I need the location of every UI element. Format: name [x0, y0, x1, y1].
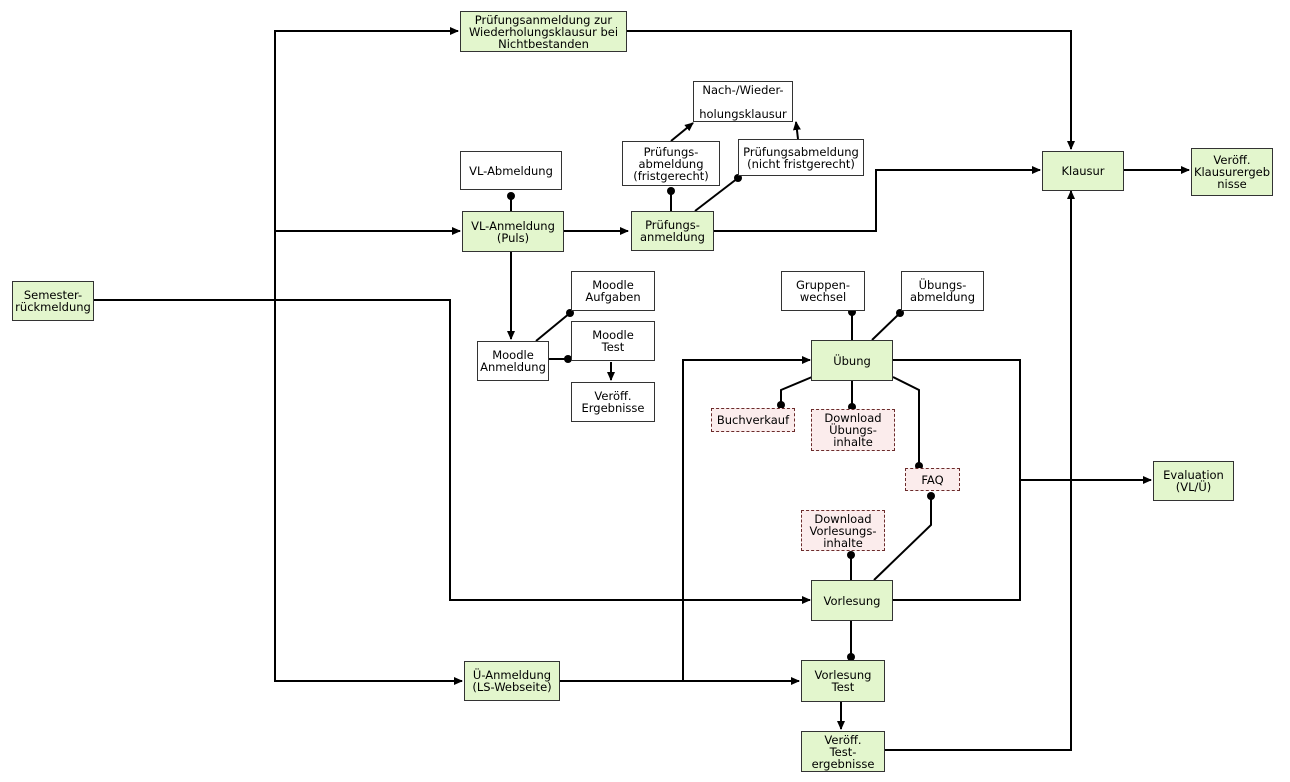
- node-pruefungsanmeldung: Prüfungs- anmeldung: [631, 211, 714, 251]
- node-moodle-test: Moodle Test: [571, 321, 655, 361]
- node-download-uebungsinhalte: Download Übungs- inhalte: [811, 409, 895, 451]
- junction-dot: [847, 653, 855, 661]
- connector-to-ue-anmeldung: [274, 300, 463, 685]
- node-vl-abmeldung: VL-Abmeldung: [460, 151, 562, 190]
- connector-ue-anm-to-uebung: [560, 356, 811, 682]
- connector-pruef-to-klausur: [714, 166, 1041, 232]
- node-pruefungsanmeldung-wiederholung: Prüfungsanmeldung zur Wiederholungsklaus…: [460, 11, 627, 52]
- node-moodle-aufgaben: Moodle Aufgaben: [571, 271, 655, 311]
- node-klausurergebnisse: Veröff. Klausurergeb nisse: [1191, 148, 1273, 196]
- node-pruefungsabmeldung-nicht-fristgerecht: Prüfungsabmeldung (nicht fristgerecht): [738, 139, 864, 176]
- connector-pruef-abm-nicht: [694, 177, 739, 212]
- node-vorlesung: Vorlesung: [811, 580, 893, 621]
- junction-dot: [847, 551, 855, 559]
- node-buchverkauf: Buchverkauf: [711, 408, 795, 432]
- node-nach-wiederholungsklausur: Nach-/Wieder- holungsklausur: [693, 81, 793, 122]
- junction-dot: [566, 309, 574, 317]
- connector-to-pruefung-wdh: [274, 27, 459, 300]
- node-veroeff-ergebnisse: Veröff. Ergebnisse: [571, 382, 655, 422]
- junction-dot: [927, 492, 935, 500]
- junction-dot: [777, 401, 785, 409]
- node-moodle-anmeldung: Moodle Anmeldung: [477, 341, 549, 381]
- connector-moodle-aufgaben: [535, 312, 571, 342]
- node-gruppenwechsel: Gruppen- wechsel: [781, 271, 865, 311]
- connector-wdh-to-klausur: [627, 30, 1075, 150]
- node-vl-anmeldung: VL-Anmeldung (Puls): [462, 211, 564, 252]
- connector-faq: [892, 376, 920, 468]
- connector-testerg-to-klausur: [885, 190, 1075, 751]
- junction-dot: [667, 187, 675, 195]
- node-uebung: Übung: [811, 340, 893, 381]
- connector-frist-to-nach: [670, 122, 694, 142]
- connector-vl-faq: [873, 494, 932, 581]
- junction-dot: [564, 355, 572, 363]
- node-download-vorlesungsinhalte: Download Vorlesungs- inhalte: [801, 510, 885, 551]
- node-pruefungsabmeldung-fristgerecht: Prüfungs- abmeldung (fristgerecht): [622, 141, 720, 186]
- node-vorlesung-test: Vorlesung Test: [801, 660, 885, 702]
- node-ue-anmeldung: Ü-Anmeldung (LS-Webseite): [464, 661, 560, 701]
- connector-uebungsabm: [871, 312, 901, 341]
- node-faq: FAQ: [905, 468, 960, 491]
- connector-to-vorlesung: [275, 299, 811, 604]
- node-testergebnisse: Veröff. Test- ergebnisse: [801, 731, 885, 772]
- junction-dot: [734, 174, 742, 182]
- node-semesterrueckmeldung: Semester- rückmeldung: [12, 281, 94, 321]
- junction-dot: [507, 192, 515, 200]
- node-evaluation: Evaluation (VL/Ü): [1153, 461, 1234, 501]
- connector-buchverkauf: [780, 376, 813, 408]
- junction-dot: [896, 309, 904, 317]
- node-uebungsabmeldung: Übungs- abmeldung: [901, 271, 984, 311]
- connector-nicht-to-nach: [792, 121, 801, 140]
- node-klausur: Klausur: [1042, 151, 1124, 191]
